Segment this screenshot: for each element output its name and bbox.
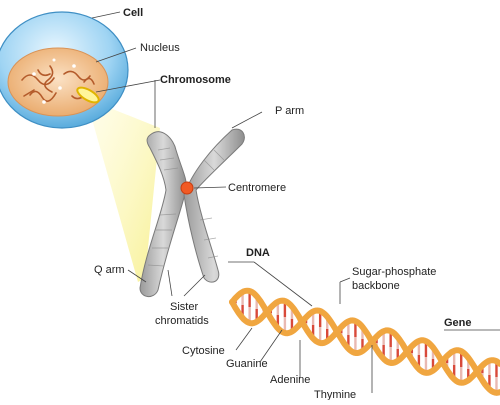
chromatid-left bbox=[139, 131, 187, 297]
leader-lines bbox=[91, 11, 373, 393]
backbone-strand-2 bbox=[229, 287, 500, 396]
label-nucleus: Nucleus bbox=[140, 42, 180, 54]
cell bbox=[0, 11, 129, 129]
label-guanine: Guanine bbox=[226, 358, 268, 370]
label-cytosine: Cytosine bbox=[182, 345, 225, 357]
label-chromosome: Chromosome bbox=[160, 74, 231, 86]
highlighted-chromosome bbox=[76, 86, 100, 104]
chromosome bbox=[139, 128, 245, 297]
label-chromatids: chromatids bbox=[155, 315, 209, 327]
label-gene: Gene bbox=[444, 317, 472, 329]
zoom-projection bbox=[86, 98, 160, 282]
chromatid-right bbox=[183, 128, 245, 283]
label-sister: Sister bbox=[170, 301, 198, 313]
chromatin bbox=[21, 65, 95, 102]
label-centromere: Centromere bbox=[228, 182, 286, 194]
label-thymine: Thymine bbox=[314, 389, 356, 400]
label-q-arm: Q arm bbox=[94, 264, 125, 276]
label-cell: Cell bbox=[123, 7, 143, 19]
label-dna: DNA bbox=[246, 247, 270, 259]
label-p-arm: P arm bbox=[275, 105, 304, 117]
dna-helix bbox=[229, 287, 500, 396]
nucleus bbox=[7, 47, 109, 117]
label-sugar-phosphate: Sugar-phosphate bbox=[352, 266, 436, 278]
label-backbone: backbone bbox=[352, 280, 400, 292]
backbone-strand-1 bbox=[229, 297, 500, 386]
label-adenine: Adenine bbox=[270, 374, 310, 386]
centromere-marker bbox=[180, 181, 194, 195]
